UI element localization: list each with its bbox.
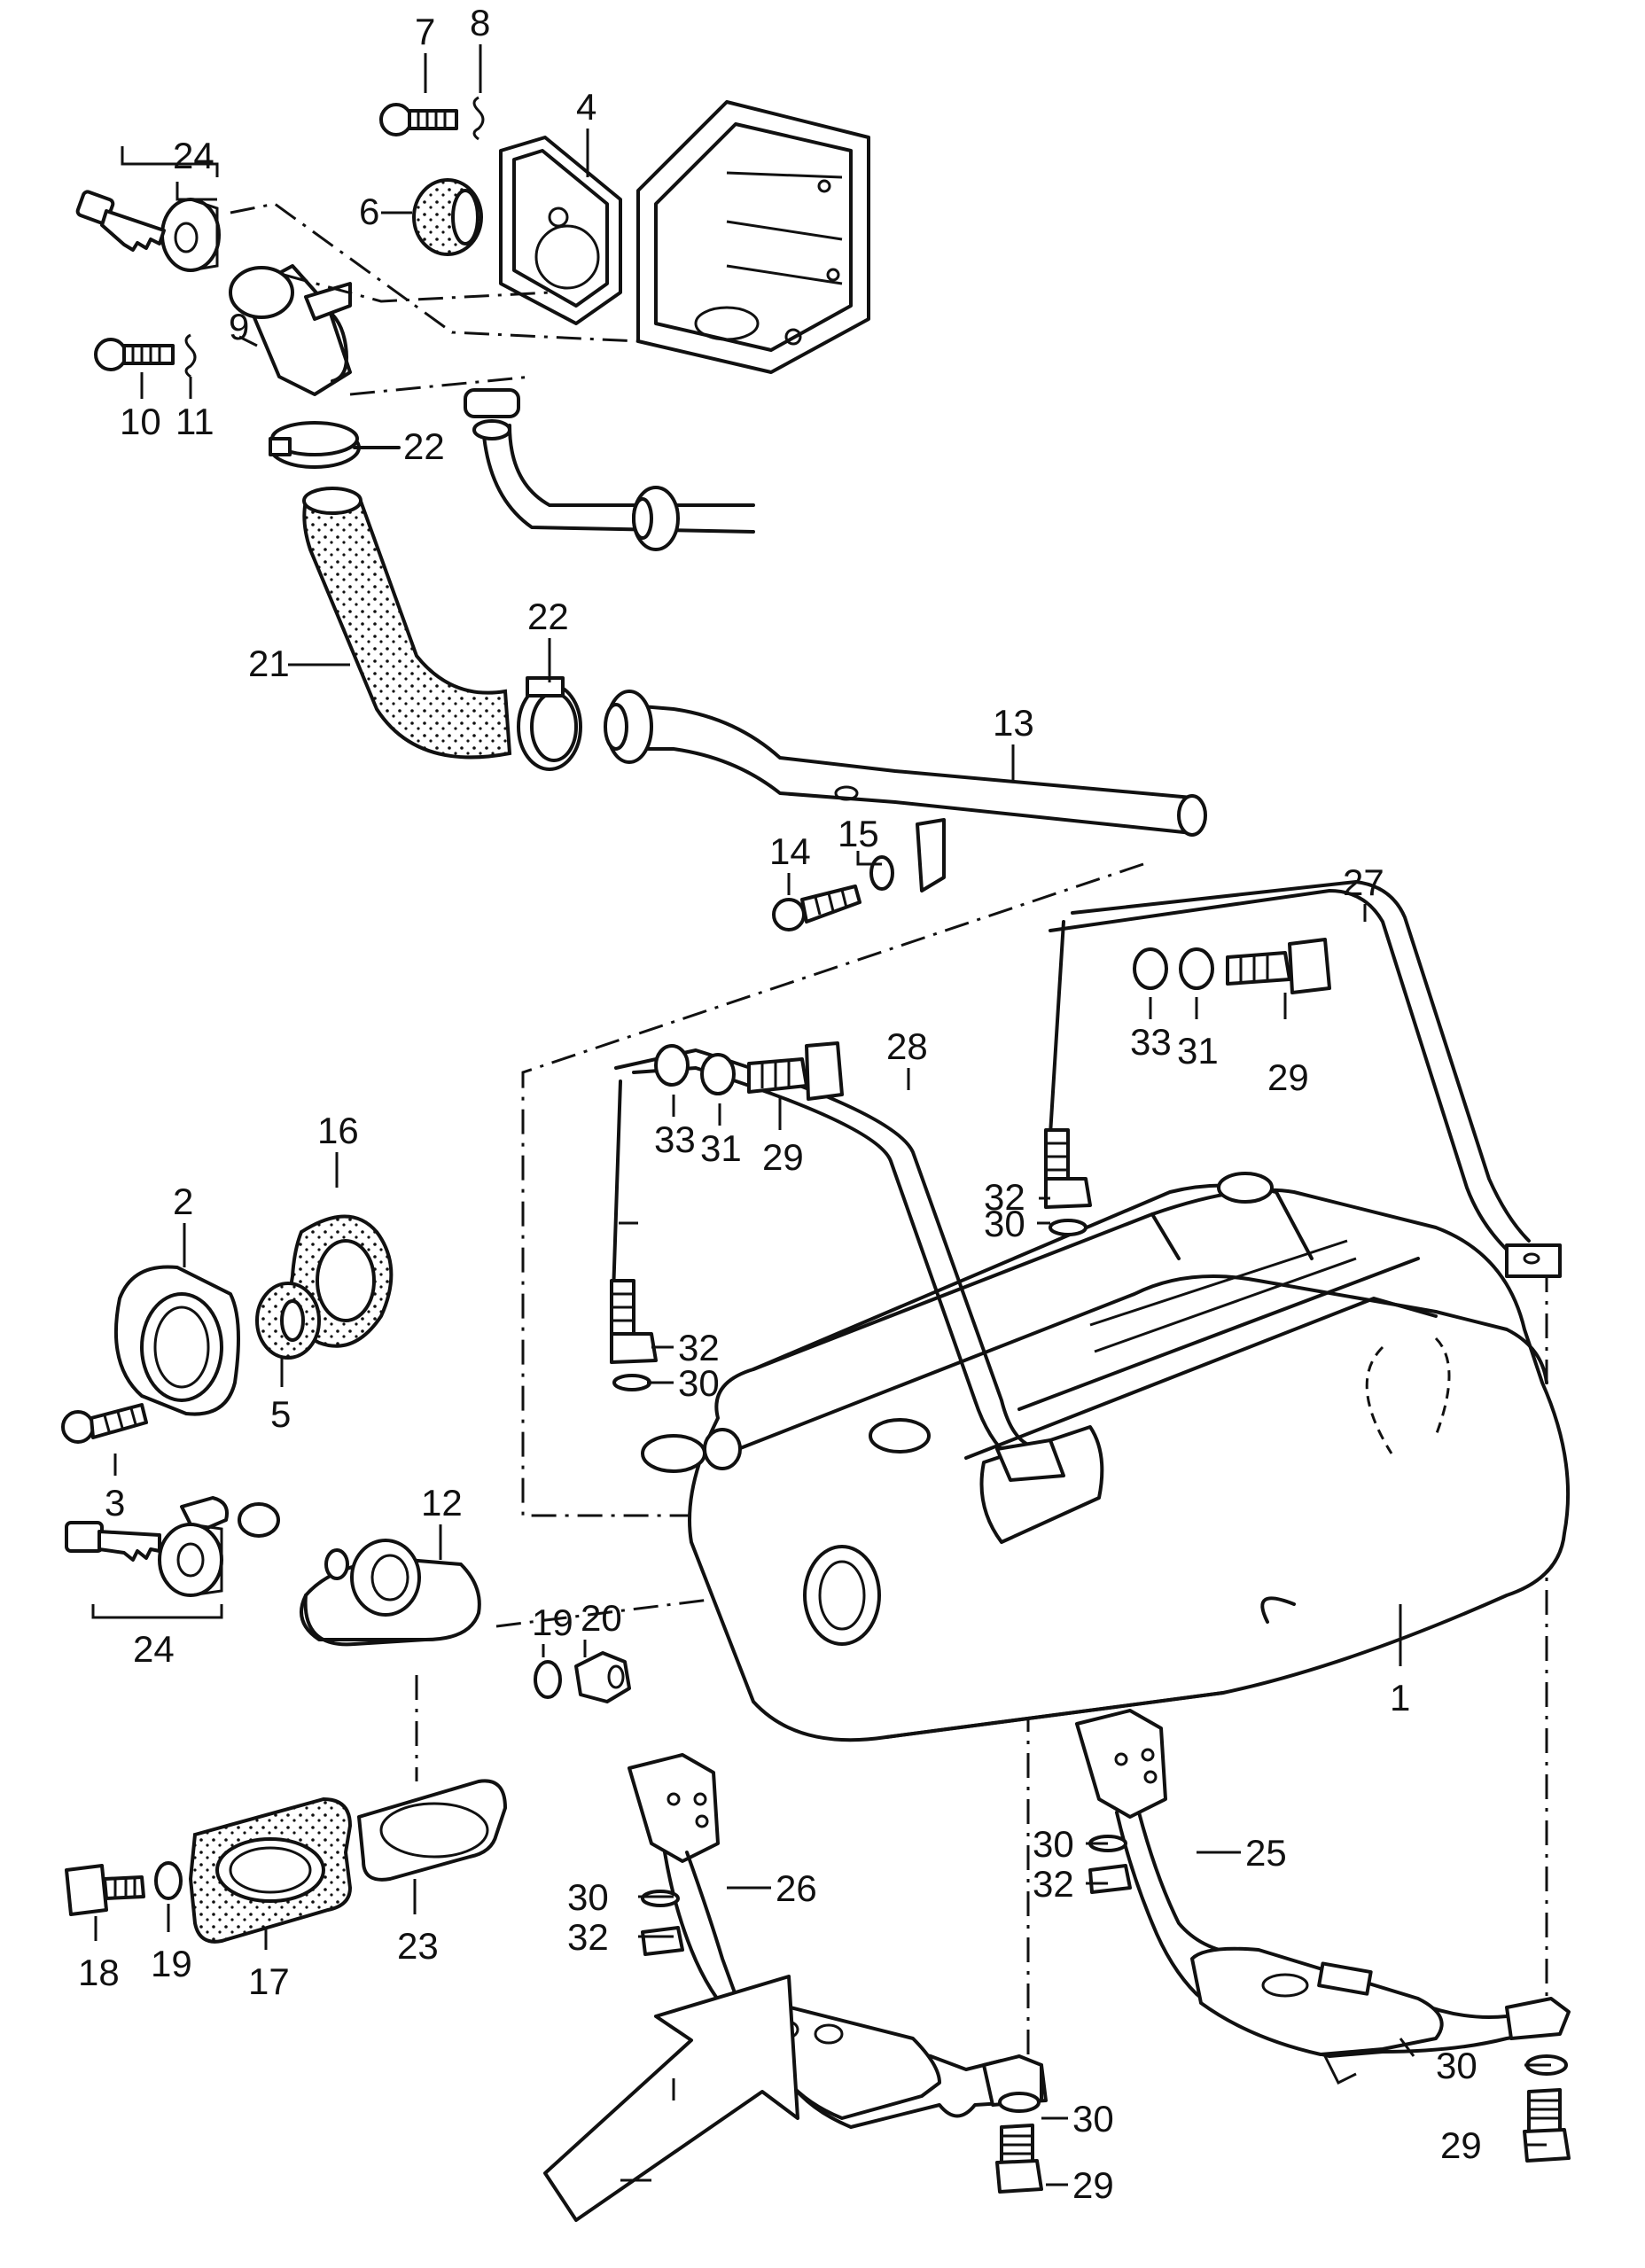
callout-29-right: 29: [1267, 1056, 1309, 1098]
callout-30-mid-left: 30: [567, 1876, 609, 1918]
callout-3: 3: [105, 1482, 125, 1524]
cap-washer-24: [160, 198, 221, 272]
seal-frame: [499, 136, 622, 325]
clip-8: [472, 96, 485, 141]
callout-29-left: 29: [762, 1136, 804, 1178]
callout-26: 26: [776, 1867, 817, 1909]
callout-30-left: 30: [678, 1362, 720, 1404]
nut-20: [574, 1651, 631, 1703]
callout-11: 11: [175, 401, 214, 442]
callout-21: 21: [248, 643, 290, 684]
callout-8: 8: [470, 2, 490, 43]
callout-14: 14: [769, 830, 811, 872]
key-top: [75, 190, 166, 252]
lock-12: [300, 1539, 481, 1647]
callout-32-upper: 32: [984, 1176, 1025, 1218]
callout-28: 28: [886, 1025, 928, 1067]
gasket-23: [357, 1779, 507, 1882]
ref-line-a: [230, 202, 639, 343]
callout-30-bottom-right: 30: [1436, 2045, 1477, 2086]
callout-24-bottom: 24: [133, 1628, 175, 1670]
callout-19-right: 19: [532, 1602, 573, 1643]
leader-lines: [91, 44, 1551, 2186]
lock-small-parts: [180, 1496, 349, 1580]
callout-30-mid-right: 30: [1033, 1823, 1074, 1865]
callout-1: 1: [1390, 1677, 1410, 1719]
grommet-6: [412, 178, 483, 256]
callout-27: 27: [1343, 861, 1384, 903]
callout-29-bottom-center: 29: [1072, 2164, 1114, 2206]
callout-30-upper: 30: [984, 1203, 1025, 1244]
callout-32-mid-left: 32: [567, 1916, 609, 1958]
callout-labels: 7 8 4 24 6 9 10 11 22 21 22 13 14 15 27 …: [78, 2, 1482, 2206]
callout-15: 15: [838, 813, 879, 854]
housing-2: [113, 1265, 240, 1416]
filler-pipe-13: [604, 690, 1207, 892]
callout-25: 25: [1245, 1832, 1287, 1874]
hose-clamp-22-mid: [517, 676, 582, 771]
bolt-18: [65, 1864, 145, 1916]
screw-10: [94, 338, 175, 371]
callout-30-bottom-center: 30: [1072, 2098, 1114, 2139]
filler-housing: [636, 100, 870, 374]
fuel-tank: [641, 1172, 1571, 1742]
ref-line-e: [495, 1585, 816, 1628]
hose-clamp-22-top: [269, 421, 361, 469]
callout-32-left: 32: [678, 1327, 720, 1368]
callout-20: 20: [581, 1597, 622, 1639]
fastener-set-28: [654, 1041, 844, 1101]
callout-13: 13: [993, 702, 1034, 744]
strap-27: [1044, 880, 1562, 1278]
callout-17: 17: [248, 1960, 290, 2002]
flange-17: [188, 1796, 353, 1944]
callout-9: 9: [229, 306, 249, 347]
callout-7: 7: [415, 11, 435, 52]
vent-hose: [464, 388, 755, 551]
cap-washer-24-bottom: [158, 1523, 223, 1597]
lower-fasteners: [641, 1835, 1571, 2194]
nuts-32-30-upper: [610, 1177, 1092, 1391]
callout-5: 5: [270, 1393, 291, 1435]
callout-31-left: 31: [700, 1127, 742, 1169]
callout-24-top: 24: [173, 135, 214, 176]
callout-2: 2: [173, 1181, 193, 1222]
ref-line-b: [349, 375, 533, 396]
callout-22-top: 22: [403, 425, 445, 467]
washer-15: [869, 855, 894, 891]
callout-22-mid: 22: [527, 596, 569, 637]
callout-10: 10: [120, 401, 161, 442]
callout-18: 18: [78, 1952, 120, 1993]
callout-29-bottom-right: 29: [1440, 2124, 1482, 2166]
callout-31-right: 31: [1177, 1030, 1219, 1072]
ref-line-c: [283, 273, 550, 303]
callout-33-left: 33: [654, 1118, 696, 1160]
grommet-5: [255, 1282, 321, 1360]
screw-14: [772, 885, 861, 931]
filler-neck: [229, 264, 352, 396]
washer-19-left: [154, 1861, 183, 1900]
callout-33-right: 33: [1130, 1021, 1172, 1063]
callout-6: 6: [359, 191, 379, 232]
filler-hose: [302, 488, 512, 760]
callout-32-mid-right: 32: [1033, 1863, 1074, 1905]
ref-line-d: [521, 862, 1144, 1517]
washer-19-right: [534, 1660, 562, 1699]
callout-4: 4: [576, 86, 596, 128]
callout-19-left: 19: [151, 1943, 192, 1984]
screw-7: [379, 103, 458, 136]
clip-11: [184, 333, 197, 378]
callout-23: 23: [397, 1925, 439, 1967]
callout-16: 16: [317, 1110, 359, 1151]
screw-3: [61, 1403, 148, 1444]
key-bottom: [65, 1521, 161, 1562]
bracket-25: [1075, 1709, 1571, 2085]
fastener-set-27: [1133, 938, 1331, 994]
callout-12: 12: [421, 1482, 463, 1524]
direction-arrow: [543, 1975, 799, 2222]
